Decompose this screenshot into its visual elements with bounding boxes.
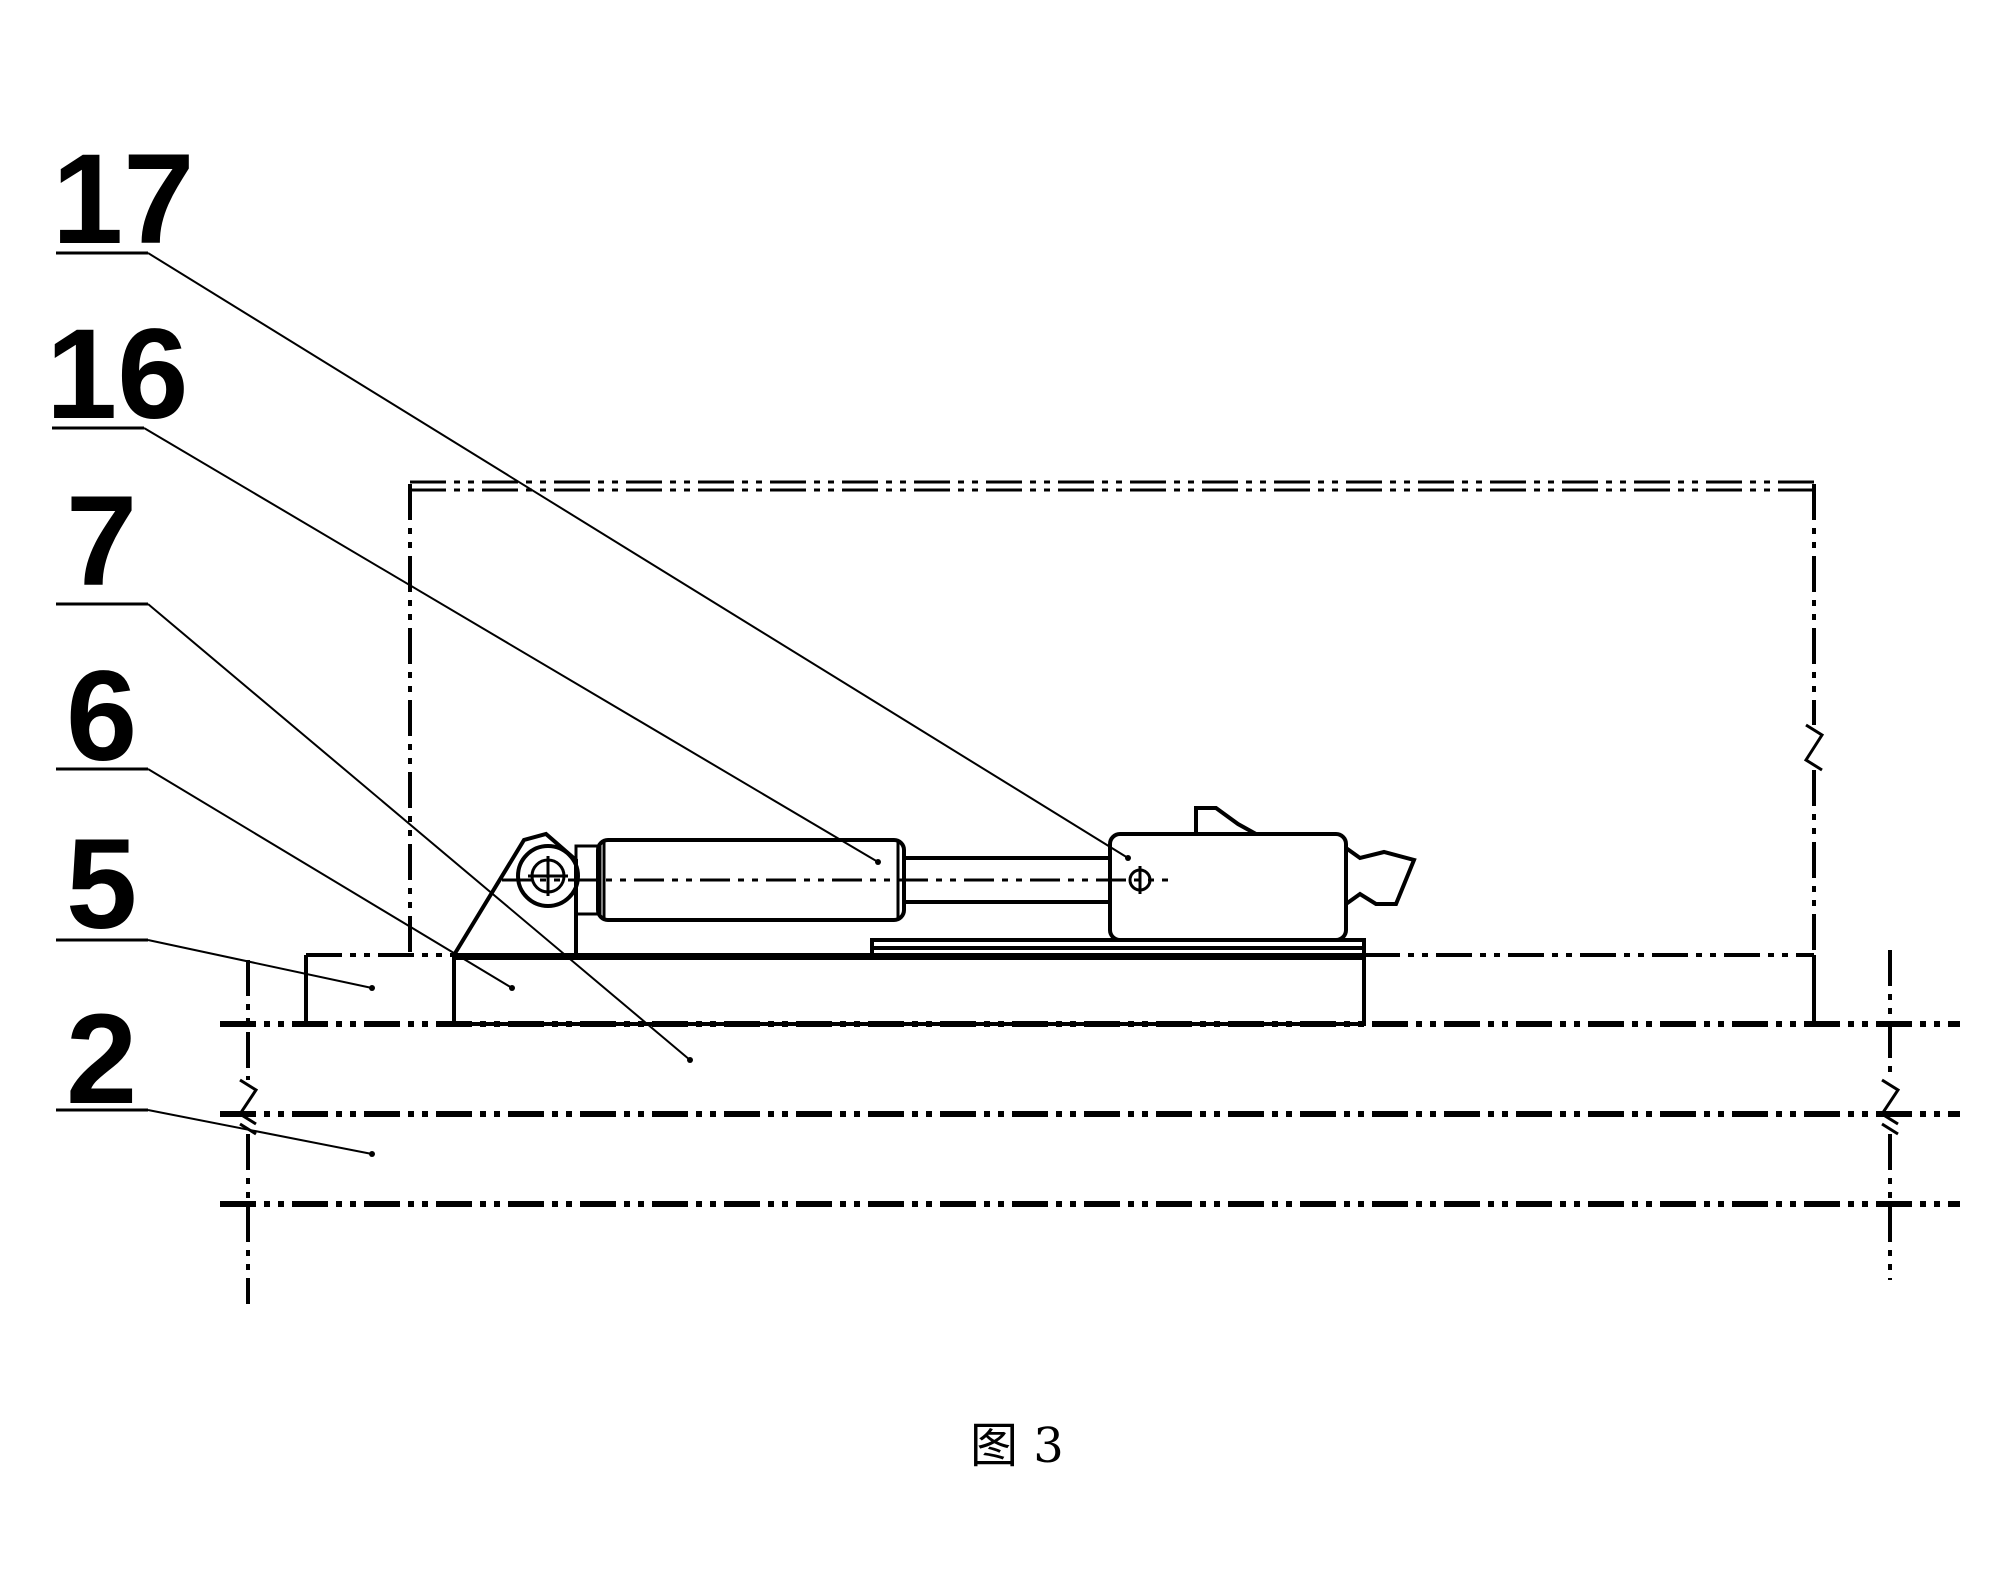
base-components — [304, 806, 1417, 1026]
label-16: 16 — [46, 303, 188, 446]
leader-5-dot — [369, 985, 375, 991]
label-7: 7 — [66, 470, 137, 613]
leader-6 — [147, 768, 513, 989]
leader-16 — [143, 427, 879, 863]
figure-caption: 图 3 — [970, 1418, 1064, 1474]
leader-17 — [147, 252, 1129, 859]
label-2: 2 — [66, 988, 137, 1131]
enclosure-break-mark — [1803, 723, 1825, 772]
right-break-mark-2 — [1881, 1122, 1899, 1136]
left-break-mark-2 — [239, 1122, 257, 1136]
leader-2 — [147, 1109, 373, 1155]
leader-2-dot — [369, 1151, 375, 1157]
leader-17-dot — [1125, 855, 1131, 861]
label-5: 5 — [66, 813, 137, 956]
leader-7-dot — [687, 1057, 693, 1063]
leader-16-dot — [875, 859, 881, 865]
left-break-mark-1 — [237, 1078, 259, 1126]
reference-labels: 17 16 7 6 5 2 — [46, 128, 194, 1131]
clamp-top-jaw — [1194, 806, 1257, 836]
leader-5 — [147, 939, 373, 989]
part-2-lower-structure — [220, 950, 1960, 1304]
leader-7 — [147, 603, 691, 1061]
support-bracket — [452, 831, 578, 957]
leader-6-dot — [509, 985, 515, 991]
leader-lines — [143, 252, 1131, 1157]
right-break-mark-1 — [1879, 1078, 1901, 1126]
clamp-side-lever — [1344, 846, 1417, 906]
label-6: 6 — [66, 645, 137, 788]
pivot-outer-ring — [516, 844, 580, 908]
label-17: 17 — [52, 128, 194, 271]
clamp-block — [1108, 832, 1348, 942]
part-6-base-plate — [452, 953, 1366, 1026]
enclosure-outline — [408, 480, 1825, 1022]
